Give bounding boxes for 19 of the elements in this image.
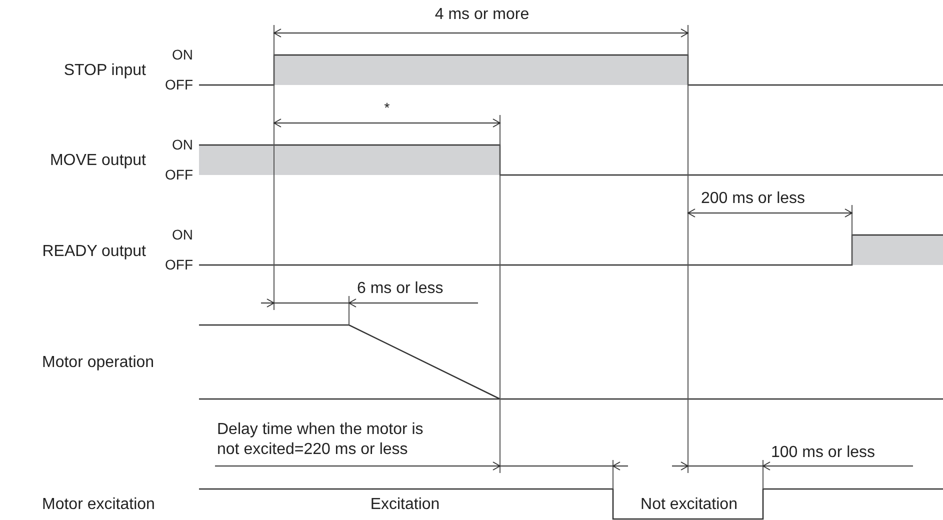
- state-label: OFF: [165, 166, 193, 184]
- state-label: ON: [172, 46, 193, 64]
- signal-name: Motor excitation: [42, 495, 155, 515]
- state-label: ON: [172, 226, 193, 244]
- state-label: Excitation: [370, 495, 440, 515]
- timing-label: 100 ms or less: [771, 443, 876, 463]
- signal-name: READY output: [42, 242, 146, 262]
- state-label: ON: [172, 136, 193, 154]
- state-label: OFF: [165, 256, 193, 274]
- timing-label: 6 ms or less: [357, 279, 444, 299]
- state-label: OFF: [165, 76, 193, 94]
- state-label: Not excitation: [640, 495, 738, 515]
- signal-name: MOVE output: [50, 151, 146, 171]
- footnote-mark: *: [384, 99, 390, 117]
- signal-name: Motor operation: [42, 353, 154, 373]
- timing-label: Delay time when the motor is not excited=220 ms or less: [217, 420, 424, 460]
- timing-label: 200 ms or less: [701, 189, 806, 209]
- signal-name: STOP input: [64, 61, 146, 81]
- timing-label: 4 ms or more: [434, 5, 530, 25]
